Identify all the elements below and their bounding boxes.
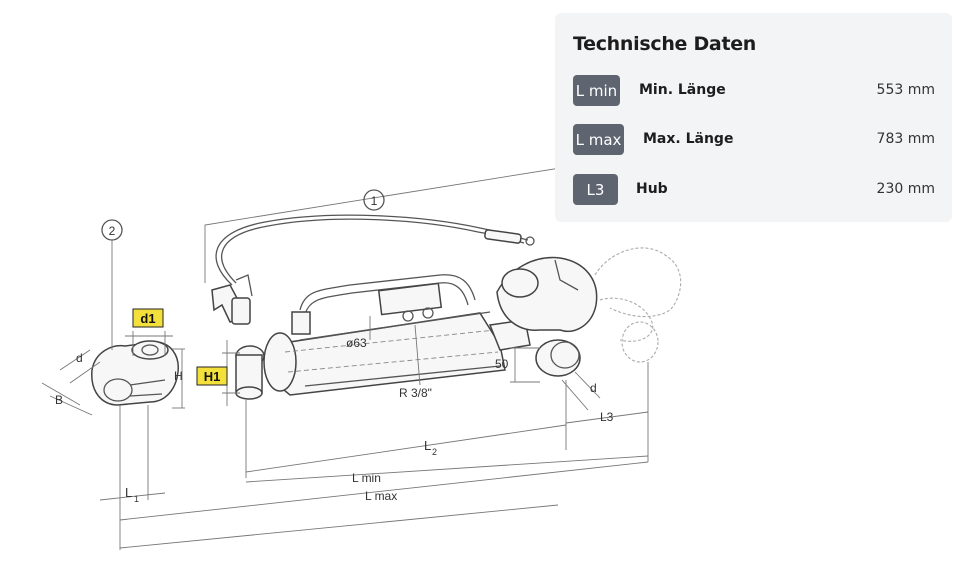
callout-1-bracket xyxy=(204,167,561,283)
b-label: B xyxy=(55,393,63,407)
thread-label: R 3/8" xyxy=(399,386,432,400)
l3-label: L3 xyxy=(600,410,614,424)
lmax-label: L max xyxy=(365,489,397,503)
front-clevis xyxy=(91,340,179,406)
spec-value: 553 mm xyxy=(876,82,935,98)
callout-2-number: 2 xyxy=(109,224,116,238)
spec-label: Max. Länge xyxy=(643,131,734,147)
h1-tag-label: H1 xyxy=(204,369,221,384)
spec-row-lmin: L min Min. Länge 553 mm xyxy=(573,75,935,109)
spec-badge: L max xyxy=(573,124,624,155)
callout-1-number: 1 xyxy=(371,194,378,208)
cable-clip xyxy=(211,274,253,325)
d-left-label: d xyxy=(76,351,83,365)
diameter-label: ø63 xyxy=(346,336,367,350)
h-label: H xyxy=(174,369,183,383)
spec-label: Hub xyxy=(636,181,668,197)
hydraulic-cylinder xyxy=(235,274,581,400)
spec-value: 230 mm xyxy=(876,181,935,197)
d1-tag-label: d1 xyxy=(140,311,155,326)
panel-title: Technische Daten xyxy=(573,33,757,55)
technical-data-panel: Technische Daten L min Min. Länge 553 mm… xyxy=(555,13,952,222)
spec-row-lmax: L max Max. Länge 783 mm xyxy=(573,124,935,158)
h1-tag xyxy=(196,366,228,386)
l2-subscript: 2 xyxy=(432,447,437,457)
dimension-lines xyxy=(41,316,649,550)
l2-label: L xyxy=(424,438,431,453)
fifty-label: 50 xyxy=(495,357,509,371)
lmin-label: L min xyxy=(352,471,381,485)
callout-1-circle xyxy=(363,189,385,211)
l1-label: L xyxy=(125,485,132,500)
d1-tag xyxy=(132,308,164,328)
l1-subscript: 1 xyxy=(134,494,139,504)
spec-badge: L3 xyxy=(573,174,618,205)
d-right-label: d xyxy=(590,381,597,395)
spec-value: 783 mm xyxy=(876,131,935,147)
spec-badge: L min xyxy=(573,75,620,106)
spec-row-l3: L3 Hub 230 mm xyxy=(573,174,935,208)
rear-hook xyxy=(496,247,682,363)
safety-cable xyxy=(215,214,535,286)
spec-label: Min. Länge xyxy=(639,82,726,98)
